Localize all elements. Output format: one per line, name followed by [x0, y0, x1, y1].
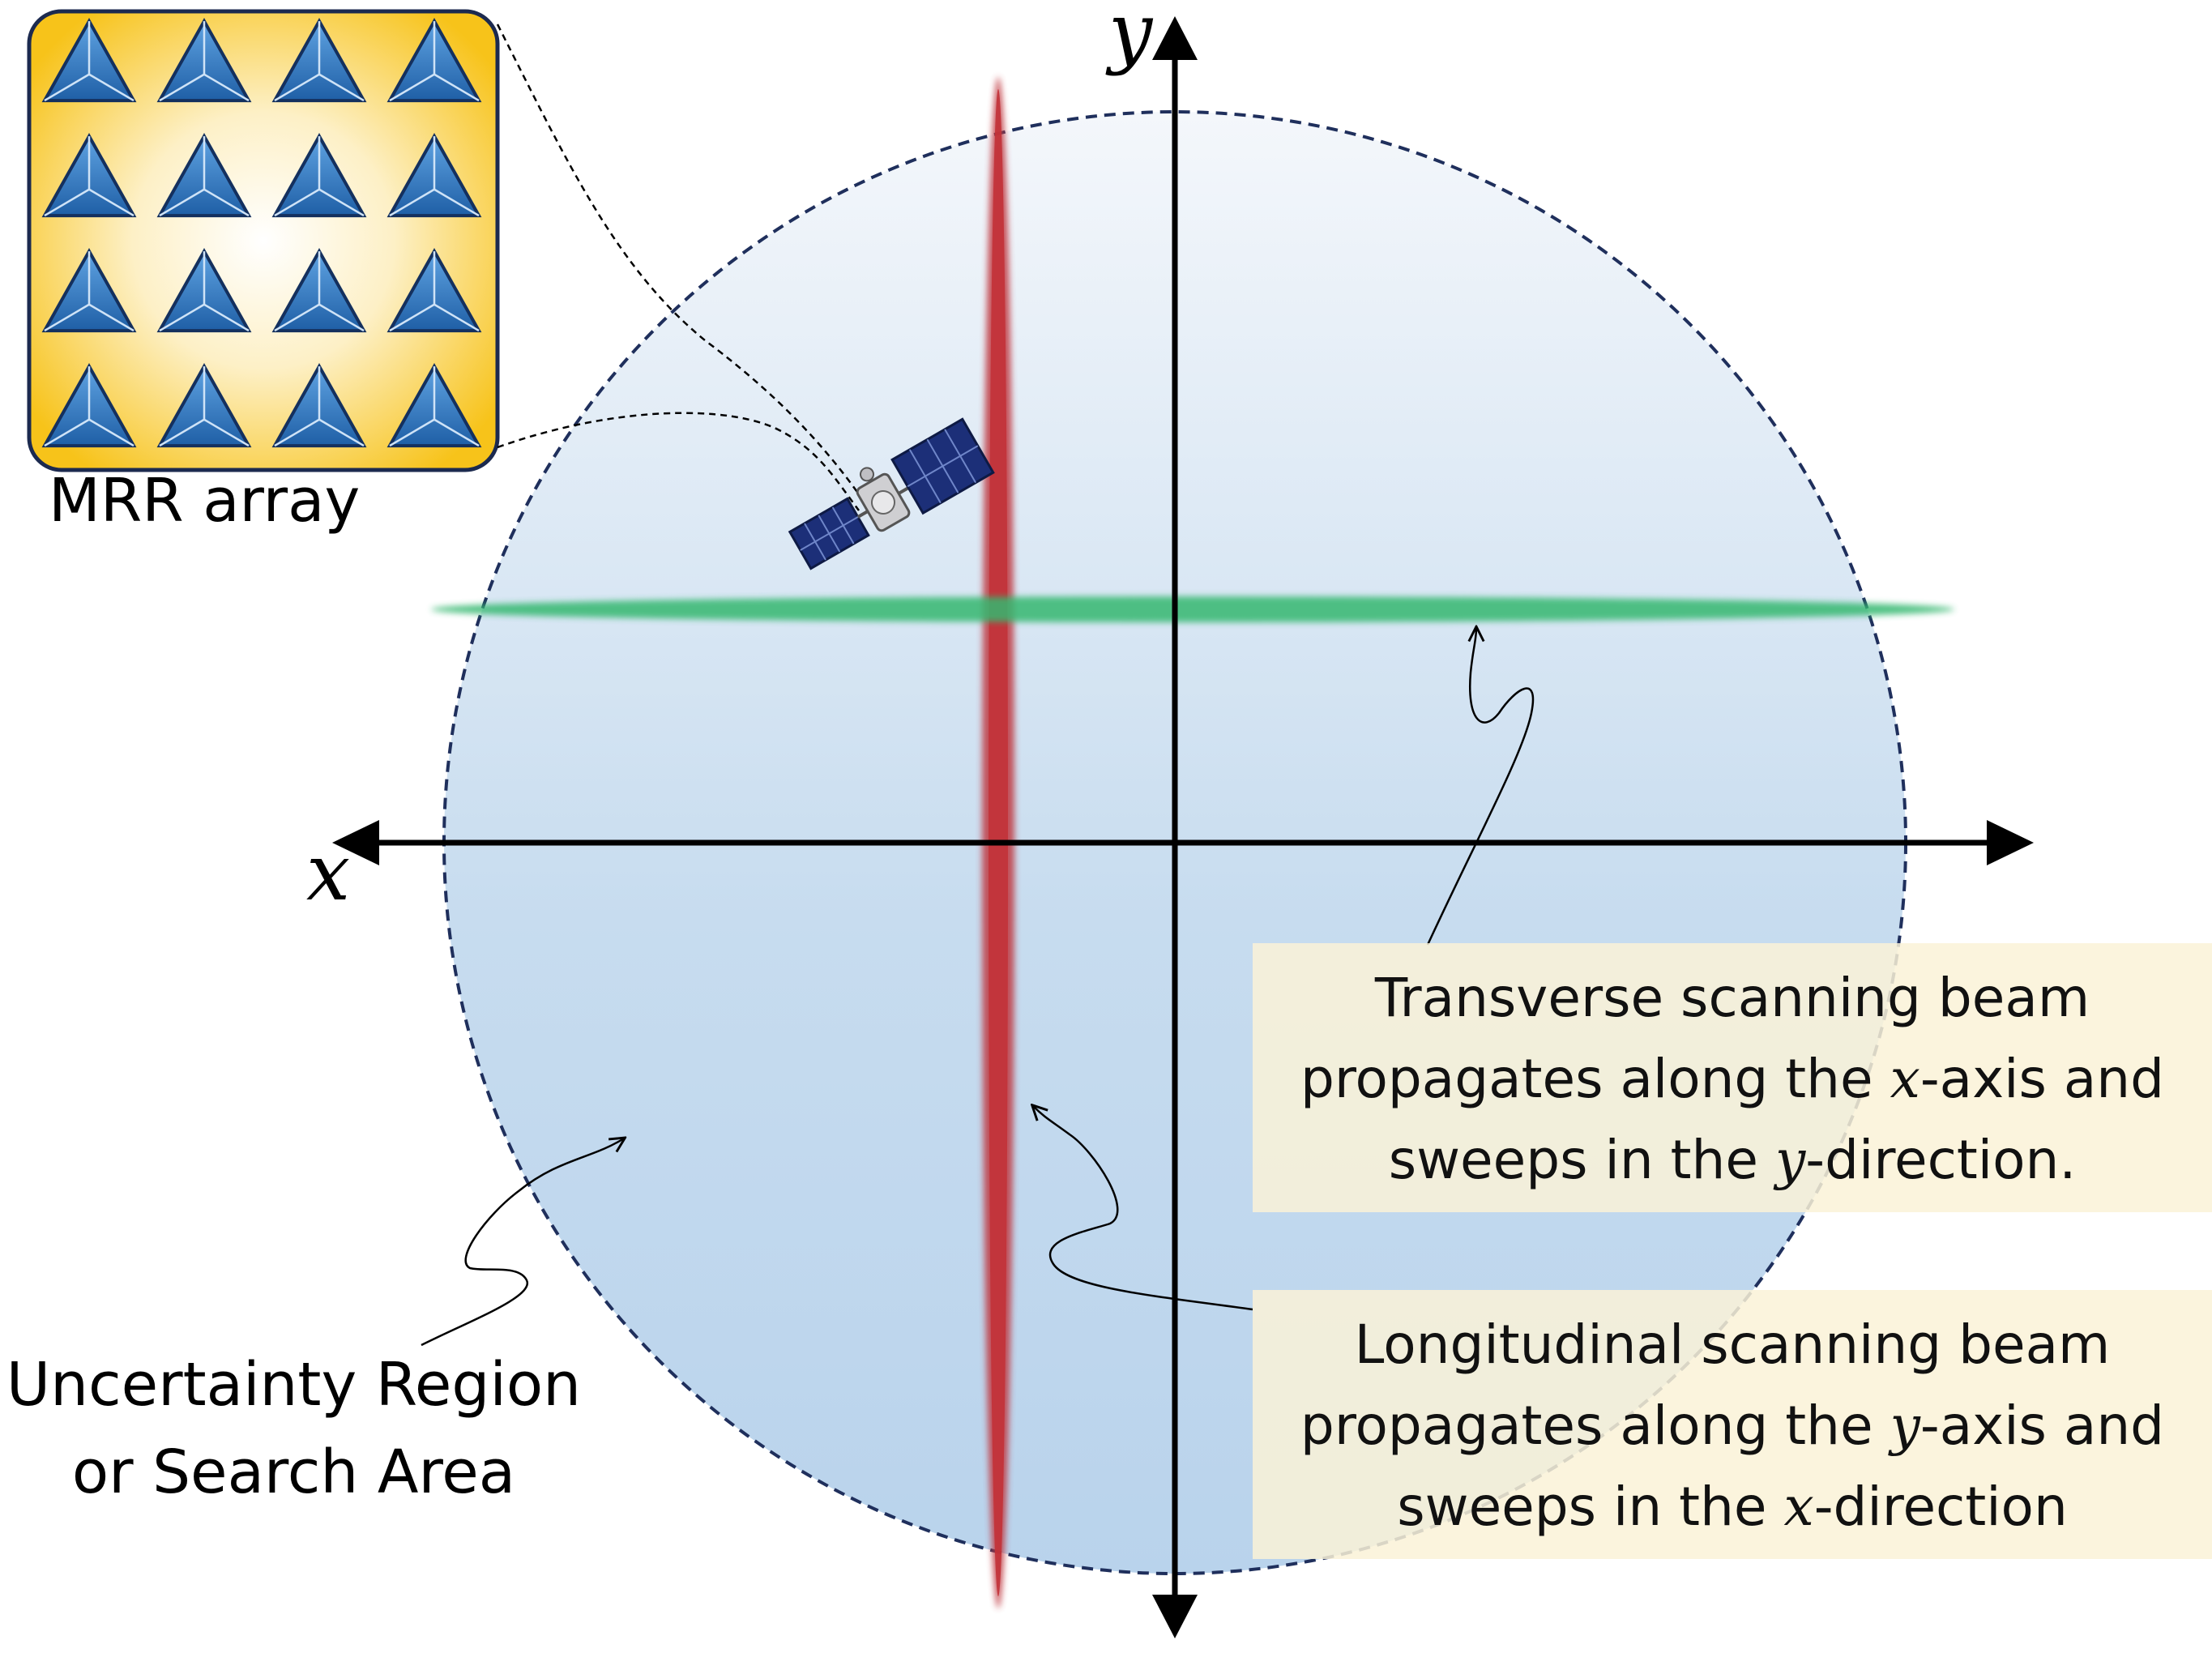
- mrr-facet-edge: [159, 303, 205, 332]
- transverse-beam: [431, 596, 1954, 622]
- x-axis-arrow-left: [332, 820, 379, 865]
- region-label-line1: Uncertainty Region: [6, 1350, 582, 1420]
- solar-panel-right: [890, 417, 995, 515]
- mrr-facet-edge: [203, 73, 250, 102]
- transverse-pointer: [1426, 628, 1535, 946]
- longitudinal-caption-line3: sweeps in the x-direction: [1397, 1476, 2068, 1538]
- satellite-body: [856, 467, 911, 532]
- mrr-facet-edge: [318, 188, 365, 217]
- inset-callout-line-bottom: [497, 412, 860, 511]
- mrr-facet-edge: [274, 303, 320, 332]
- mrr-array-label: MRR array: [49, 466, 361, 536]
- mrr-facet-edge: [44, 73, 90, 102]
- mrr-facet-edge: [318, 418, 365, 447]
- transverse-caption-line3: sweeps in the y-direction.: [1388, 1129, 2077, 1191]
- y-axis-arrow-up: [1152, 16, 1198, 60]
- satellite-icon: [788, 417, 995, 570]
- mrr-facet-edge: [159, 73, 205, 102]
- inset-callout-line-top: [496, 23, 860, 495]
- mrr-facet-edge: [389, 303, 435, 332]
- mrr-facet-edge: [44, 188, 90, 217]
- longitudinal-pointer: [1033, 1106, 1253, 1311]
- mrr-triangle-grid: [41, 18, 482, 448]
- mrr-facet-edge: [44, 418, 90, 447]
- mrr-facet-edge: [203, 188, 250, 217]
- x-axis-arrow-right: [1987, 820, 2034, 865]
- mrr-facet-edge: [274, 73, 320, 102]
- mrr-facet-edge: [203, 418, 250, 447]
- mrr-facet-edge: [433, 188, 480, 217]
- mrr-facet-edge: [203, 303, 250, 332]
- axes: [332, 16, 2034, 1638]
- mrr-facet-edge: [88, 73, 135, 102]
- mrr-facet-edge: [274, 188, 320, 217]
- mrr-facet-edge: [88, 418, 135, 447]
- longitudinal-caption-line1: Longitudinal scanning beam: [1354, 1313, 2111, 1376]
- y-axis-arrow-down: [1152, 1595, 1198, 1638]
- mrr-facet-edge: [389, 73, 435, 102]
- mrr-array-inset: [27, 9, 500, 472]
- mrr-facet-edge: [318, 73, 365, 102]
- mrr-facet-edge: [318, 303, 365, 332]
- longitudinal-beam-caption: Longitudinal scanning beam propagates al…: [1253, 1290, 2212, 1559]
- y-axis-label: y: [1105, 0, 1154, 77]
- mrr-facet-edge: [389, 418, 435, 447]
- transverse-beam-caption: Transverse scanning beam propagates alon…: [1253, 943, 2212, 1212]
- transverse-caption-line1: Transverse scanning beam: [1374, 967, 2090, 1029]
- solar-panel-left: [788, 497, 870, 570]
- region-pointer: [421, 1138, 624, 1347]
- region-label-line2: or Search Area: [71, 1437, 516, 1507]
- mrr-facet-edge: [389, 188, 435, 217]
- mrr-facet-edge: [433, 73, 480, 102]
- longitudinal-caption-line2: propagates along the y-axis and: [1300, 1395, 2165, 1457]
- mrr-facet-edge: [159, 188, 205, 217]
- mrr-facet-edge: [88, 188, 135, 217]
- mrr-facet-edge: [88, 303, 135, 332]
- mrr-facet-edge: [274, 418, 320, 447]
- mrr-facet-edge: [433, 418, 480, 447]
- mrr-facet-edge: [44, 303, 90, 332]
- x-axis-label: x: [306, 827, 350, 918]
- mrr-facet-edge: [159, 418, 205, 447]
- uncertainty-region-label: Uncertainty Region or Search Area: [0, 1341, 587, 1516]
- transverse-caption-line2: propagates along the x-axis and: [1300, 1048, 2165, 1110]
- mrr-facet-edge: [433, 303, 480, 332]
